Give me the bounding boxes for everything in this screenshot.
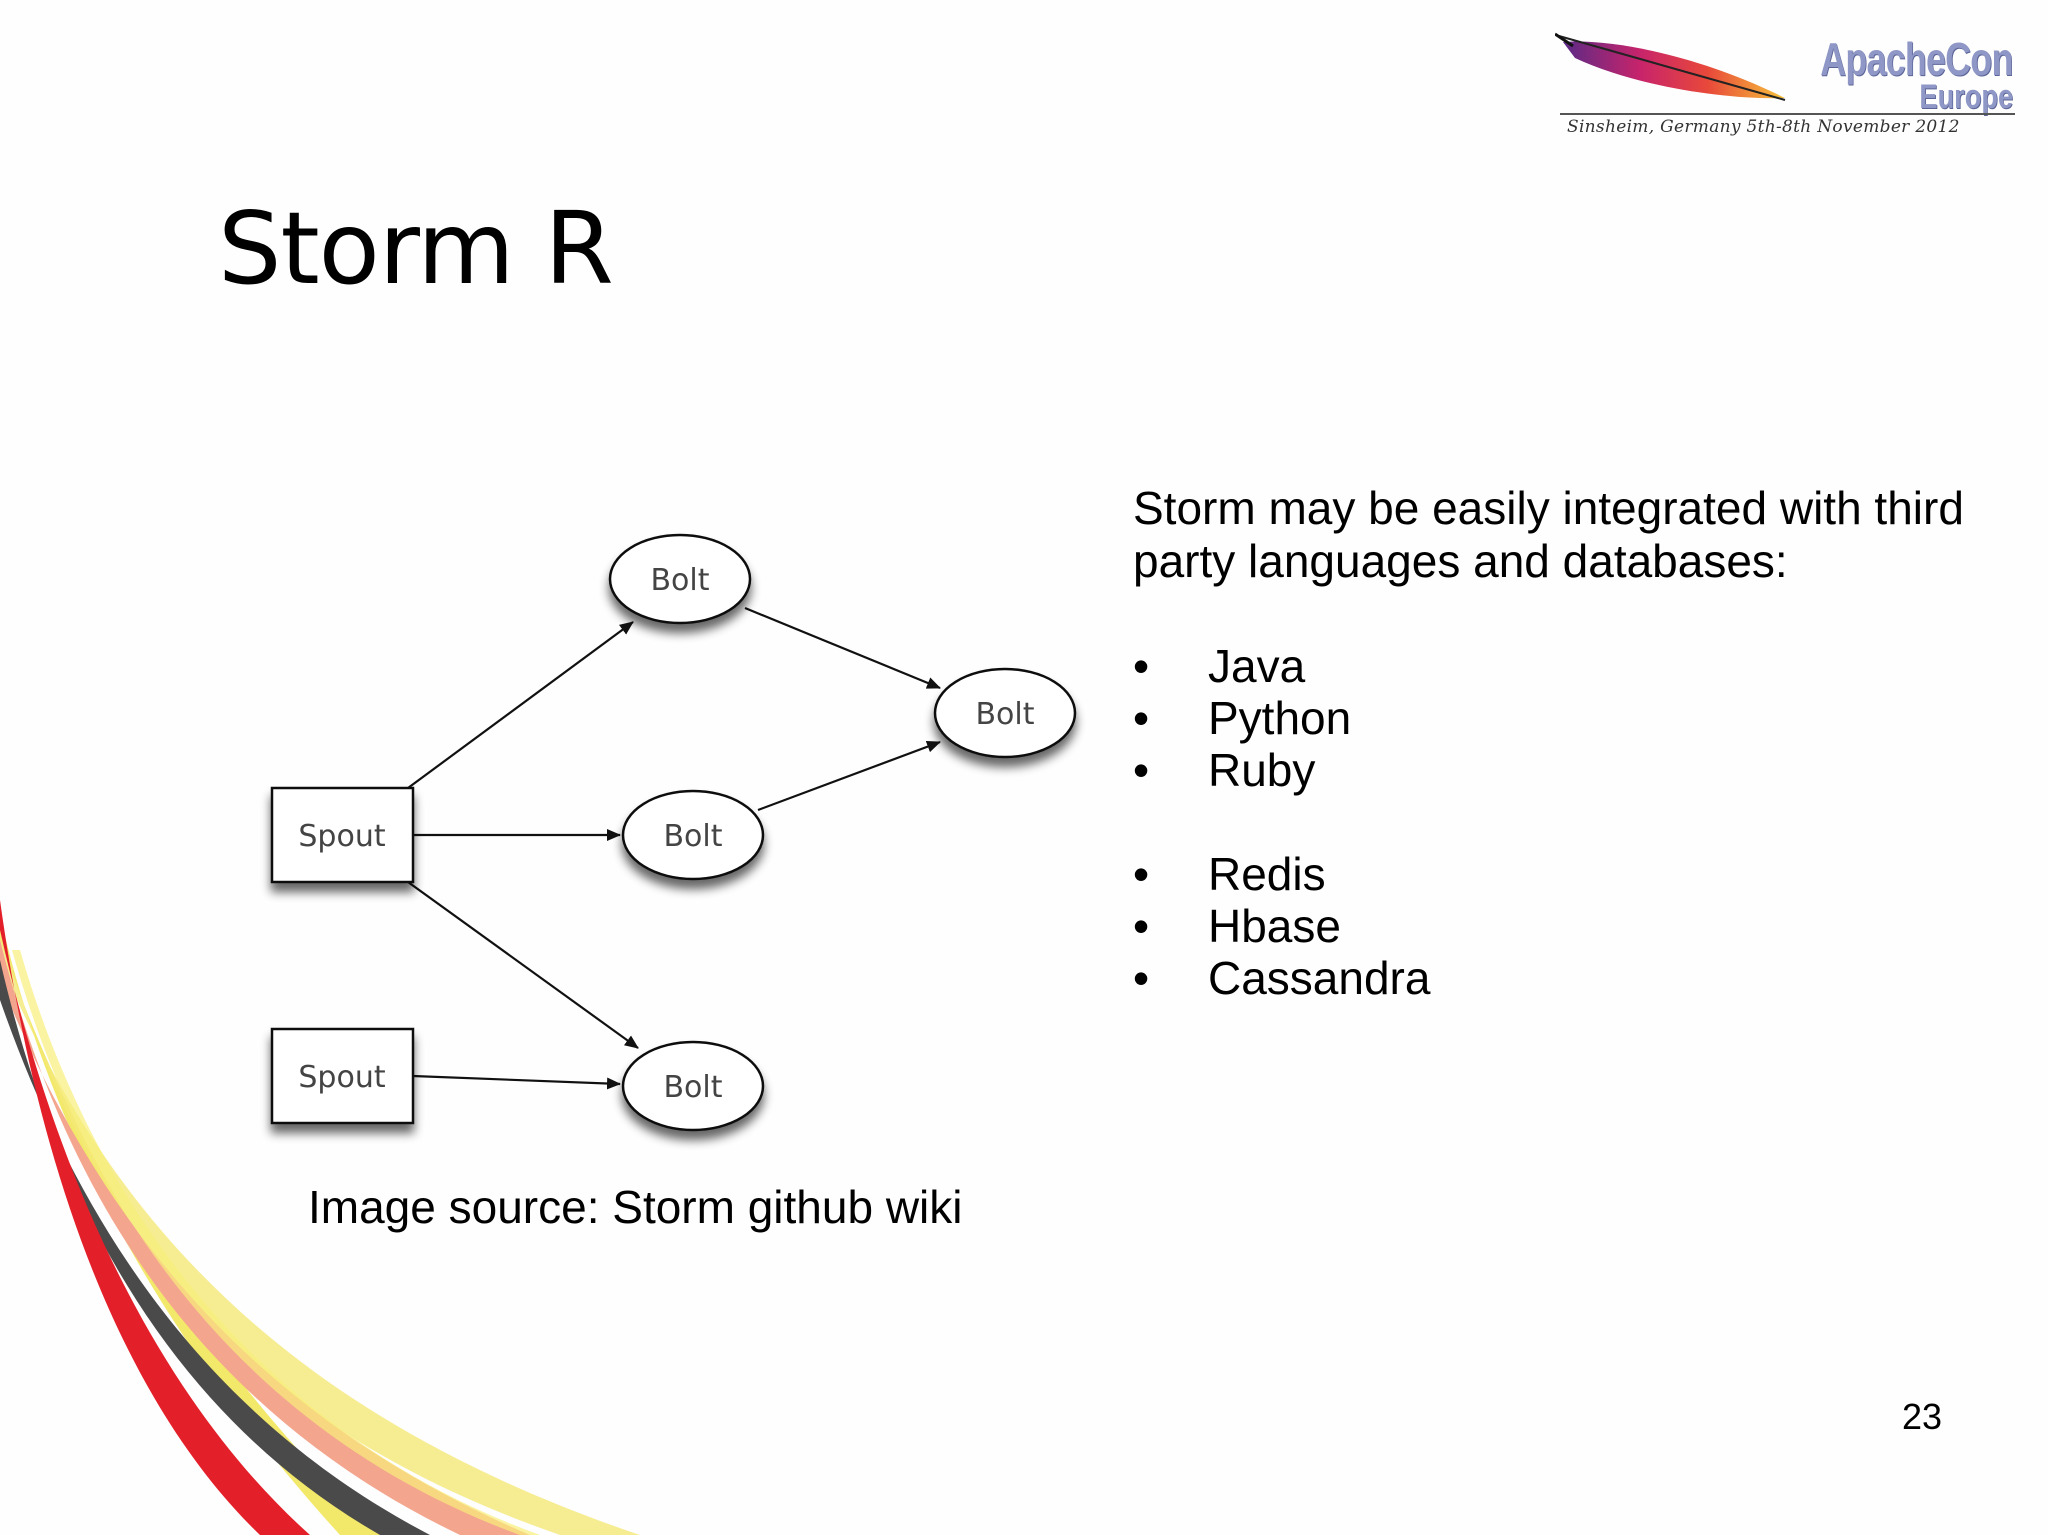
bolt-node: Bolt bbox=[621, 1040, 765, 1132]
list-item: • Hbase bbox=[1133, 900, 2013, 952]
bullet-icon: • bbox=[1133, 952, 1150, 1004]
bullet-icon: • bbox=[1133, 692, 1150, 744]
spout-label: Spout bbox=[298, 1060, 385, 1095]
topology-diagram: Spout Spout Bolt Bolt Bolt Bolt bbox=[250, 520, 1100, 1160]
bolt-label: Bolt bbox=[650, 563, 709, 598]
bullet-icon: • bbox=[1133, 900, 1150, 952]
list-item: • Ruby bbox=[1133, 744, 2013, 796]
bolt-label: Bolt bbox=[663, 1070, 722, 1105]
logo-divider bbox=[1560, 113, 2015, 115]
list-item-label: Python bbox=[1208, 692, 1352, 744]
bullet-icon: • bbox=[1133, 640, 1150, 692]
list-item: • Cassandra bbox=[1133, 952, 2013, 1004]
edge-bolt-top-bolt-right bbox=[744, 606, 941, 690]
edge-bolt-middle-bolt-right bbox=[757, 740, 941, 812]
bolt-node: Bolt bbox=[933, 667, 1077, 759]
list-item-label: Cassandra bbox=[1208, 952, 1431, 1004]
edge-spout1-bolt-bottom bbox=[407, 881, 639, 1049]
edge-spout2-bolt-bottom bbox=[412, 1074, 621, 1090]
list-item-label: Hbase bbox=[1208, 900, 1341, 952]
logo-brand: ApacheCon bbox=[1820, 33, 2014, 85]
list-item-label: Ruby bbox=[1208, 744, 1316, 796]
list-item: • Python bbox=[1133, 692, 2013, 744]
bullet-icon: • bbox=[1133, 744, 1150, 796]
list-item-label: Redis bbox=[1208, 848, 1326, 900]
image-source-caption: Image source: Storm github wiki bbox=[308, 1181, 963, 1233]
bolt-node: Bolt bbox=[608, 533, 752, 625]
spout-node: Spout bbox=[270, 1027, 415, 1125]
apachecon-logo: ApacheCon Europe Sinsheim, Germany 5th-8… bbox=[1555, 28, 2025, 146]
intro-text: Storm may be easily integrated with thir… bbox=[1133, 482, 1964, 587]
decorative-swoosh bbox=[0, 900, 640, 1535]
bolt-label: Bolt bbox=[975, 697, 1034, 732]
logo-subtitle: Europe bbox=[1919, 78, 2013, 116]
feather-icon bbox=[1555, 32, 1786, 101]
spout-label: Spout bbox=[298, 819, 385, 854]
list-item: • Java bbox=[1133, 640, 2013, 692]
bolt-node: Bolt bbox=[621, 789, 765, 881]
spout-node: Spout bbox=[270, 786, 415, 884]
list-item-label: Java bbox=[1208, 640, 1306, 692]
slide-title: Storm R bbox=[218, 190, 614, 307]
logo-tagline: Sinsheim, Germany 5th-8th November 2012 bbox=[1567, 117, 1960, 137]
integration-text: Storm may be easily integrated with thir… bbox=[1133, 482, 2013, 1004]
edge-spout1-bolt-top bbox=[407, 621, 634, 789]
list-item: • Redis bbox=[1133, 848, 2013, 900]
bolt-label: Bolt bbox=[663, 819, 722, 854]
page-number: 23 bbox=[1902, 1396, 1943, 1437]
bullet-icon: • bbox=[1133, 848, 1150, 900]
languages-list: • Java • Python • Ruby • Redis • Hbase • Cassa… bbox=[1133, 640, 2013, 1004]
